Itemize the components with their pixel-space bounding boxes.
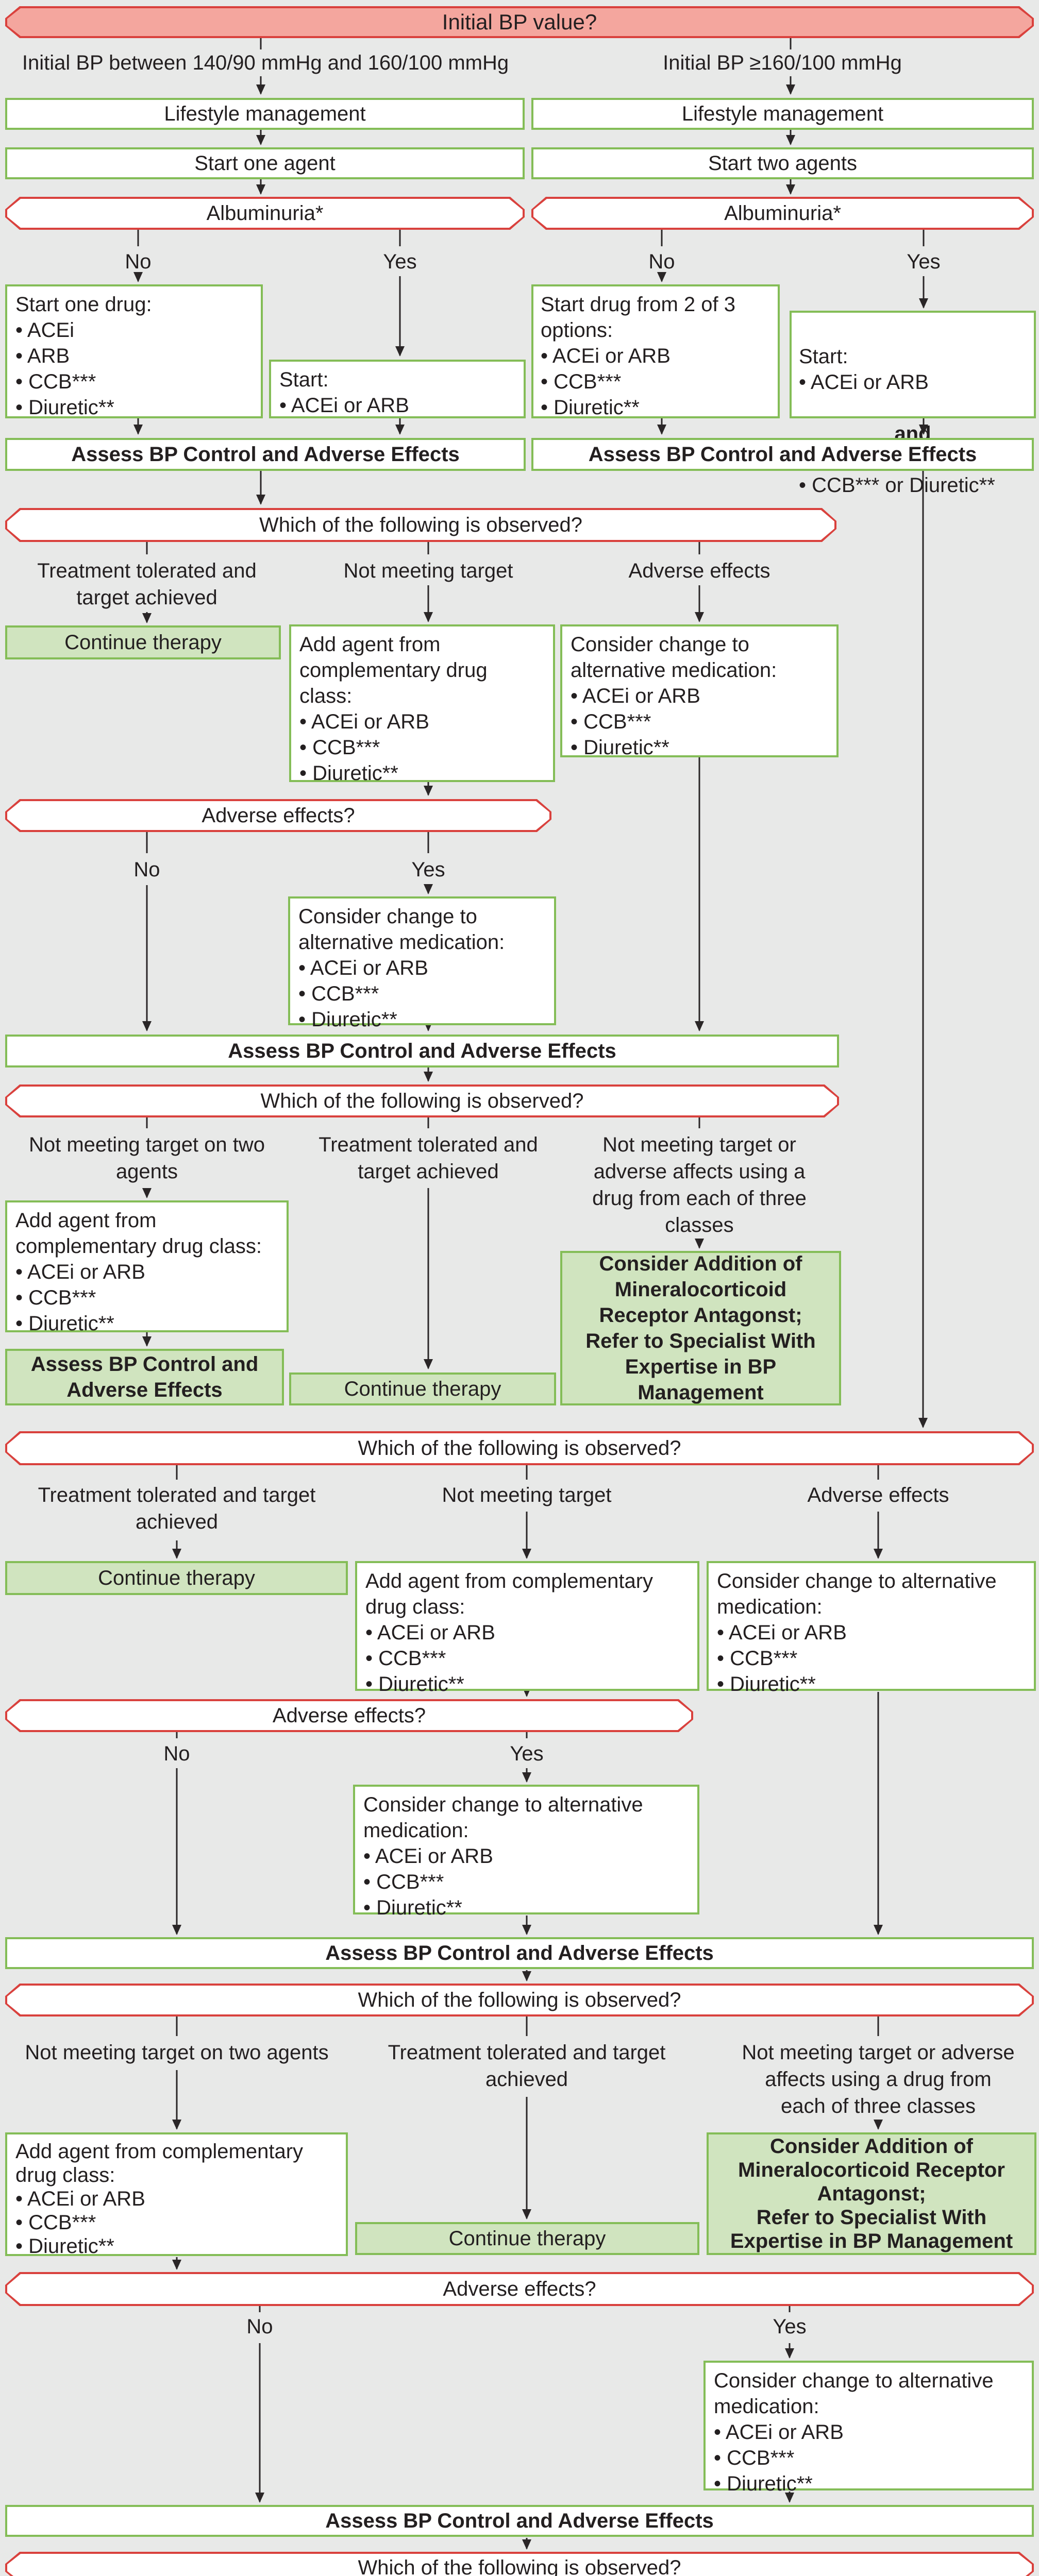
- adverse-1-no-label: No: [133, 858, 160, 881]
- albuminuria-right-yes-label: Yes: [907, 250, 941, 273]
- consider-change-box-1: Consider change to alternative medicatio…: [560, 624, 839, 759]
- continue-therapy-4: Continue therapy: [355, 2222, 699, 2255]
- start-one-agent: Start one agent: [5, 147, 525, 179]
- which-observed-decision-1: Which of the following is observed?: [5, 508, 836, 542]
- which-observed-2-text: Which of the following is observed?: [7, 1087, 837, 1115]
- start-combination-tail: • CCB*** or Diuretic**: [799, 474, 995, 497]
- adverse-effects-3-text: Adverse effects?: [7, 2274, 1032, 2304]
- which-observed-3-text: Which of the following is observed?: [7, 1433, 1032, 1463]
- mineralocorticoid-box-1: Consider Addition of Mineralocorticoid R…: [560, 1251, 841, 1405]
- add-agent-box-1: Add agent from complementary drug class:…: [289, 624, 555, 785]
- add-agent-box-3: Add agent from complementary drug class:…: [355, 1561, 699, 1696]
- adverse-3-yes-label: Yes: [773, 2315, 807, 2338]
- start-two-agents: Start two agents: [531, 147, 1034, 179]
- branch-label-not-meeting-1: Not meeting target: [343, 560, 513, 582]
- which-observed-4-text: Which of the following is observed?: [7, 1986, 1032, 2014]
- consider-change-box-2: Consider change to alternative medicatio…: [288, 896, 556, 1031]
- assess-bp-box-3: Assess BP Control and Adverse Effects: [5, 1937, 1034, 1969]
- branch-label-tolerated-2: Treatment tolerated and target achieved: [319, 1133, 538, 1183]
- continue-therapy-2: Continue therapy: [289, 1372, 556, 1405]
- adverse-effects-decision-2: Adverse effects?: [5, 1699, 693, 1732]
- adverse-3-no-label: No: [246, 2315, 273, 2338]
- branch-label-two-agents-2: Not meeting target on two agents: [28, 1133, 265, 1183]
- which-observed-decision-5: Which of the following is observed?: [5, 2552, 1034, 2576]
- branch-label-adverse-1: Adverse effects: [628, 560, 770, 582]
- which-observed-decision-3: Which of the following is observed?: [5, 1431, 1034, 1465]
- branch-label-tolerated-1: Treatment tolerated and target achieved: [37, 560, 257, 609]
- condition-bp-ge-160: Initial BP ≥160/100 mmHg: [663, 52, 902, 74]
- assess-bp-box-1-right: Assess BP Control and Adverse Effects: [531, 438, 1034, 471]
- branch-label-three-classes-4: Not meeting target or adverse affects us…: [742, 2041, 1015, 2117]
- branch-label-adverse-3: Adverse effects: [807, 1484, 949, 1506]
- adverse-2-no-label: No: [163, 1742, 190, 1765]
- lifestyle-management-left: Lifestyle management: [5, 98, 525, 130]
- mineralocorticoid-box-2: Consider Addition of Mineralocorticoid R…: [707, 2132, 1036, 2255]
- albuminuria-decision-left: Albuminuria*: [5, 197, 525, 230]
- adverse-1-yes-label: Yes: [411, 858, 445, 881]
- start-combination-head: Start: • ACEi or ARB: [799, 345, 929, 394]
- start-acei-or-arb-box: Start: • ACEi or ARB: [269, 360, 526, 418]
- consider-change-box-5: Consider change to alternative medicatio…: [703, 2361, 1034, 2495]
- initial-bp-decision: Initial BP value?: [5, 6, 1034, 38]
- branch-label-not-meeting-3: Not meeting target: [442, 1484, 612, 1506]
- start-two-of-three-box: Start drug from 2 of 3 options: • ACEi o…: [531, 284, 780, 419]
- albuminuria-decision-right: Albuminuria*: [531, 197, 1034, 230]
- assess-bp-box-small: Assess BP Control and Adverse Effects: [5, 1349, 284, 1405]
- albuminuria-right-text: Albuminuria*: [533, 199, 1032, 228]
- adverse-effects-decision-1: Adverse effects?: [5, 799, 551, 832]
- assess-bp-box-4: Assess BP Control and Adverse Effects: [5, 2505, 1034, 2537]
- connector-stubs: [137, 38, 925, 2312]
- albuminuria-left-text: Albuminuria*: [7, 199, 523, 228]
- adverse-effects-1-text: Adverse effects?: [7, 801, 549, 830]
- add-agent-box-2: Add agent from complementary drug class:…: [5, 1200, 289, 1335]
- initial-bp-decision-text: Initial BP value?: [7, 8, 1032, 36]
- consider-change-box-4: Consider change to alternative medicatio…: [353, 1785, 699, 1919]
- start-combination-box: Start: • ACEi or ARB and • CCB*** or Diu…: [790, 311, 1036, 497]
- continue-therapy-3: Continue therapy: [5, 1561, 348, 1595]
- branch-label-tolerated-4: Treatment tolerated and target achieved: [388, 2041, 666, 2091]
- which-observed-decision-4: Which of the following is observed?: [5, 1984, 1034, 2016]
- branch-label-three-classes-2: Not meeting target or adverse affects us…: [592, 1133, 807, 1236]
- lifestyle-management-right: Lifestyle management: [531, 98, 1034, 130]
- which-observed-5-text: Which of the following is observed?: [7, 2554, 1032, 2576]
- adverse-effects-2-text: Adverse effects?: [7, 1701, 691, 1730]
- adverse-effects-decision-3: Adverse effects?: [5, 2272, 1034, 2306]
- which-observed-decision-2: Which of the following is observed?: [5, 1084, 839, 1117]
- branch-label-two-agents-4: Not meeting target on two agents: [25, 2041, 329, 2064]
- add-agent-box-4: Add agent from complementary drug class:…: [5, 2132, 348, 2258]
- assess-bp-box-2: Assess BP Control and Adverse Effects: [5, 1035, 839, 1067]
- condition-bp-140-160: Initial BP between 140/90 mmHg and 160/1…: [22, 52, 509, 74]
- adverse-2-yes-label: Yes: [510, 1742, 544, 1765]
- branch-label-tolerated-3: Treatment tolerated and target achieved: [38, 1484, 316, 1533]
- albuminuria-right-no-label: No: [648, 250, 675, 273]
- continue-therapy-1: Continue therapy: [5, 625, 281, 659]
- consider-change-box-3: Consider change to alternative medicatio…: [707, 1561, 1036, 1696]
- start-one-drug-box: Start one drug: • ACEi • ARB • CCB*** • …: [5, 284, 263, 419]
- assess-bp-box-1-left: Assess BP Control and Adverse Effects: [5, 438, 526, 471]
- which-observed-1-text: Which of the following is observed?: [7, 510, 834, 540]
- albuminuria-left-no-label: No: [125, 250, 152, 273]
- albuminuria-left-yes-label: Yes: [383, 250, 417, 273]
